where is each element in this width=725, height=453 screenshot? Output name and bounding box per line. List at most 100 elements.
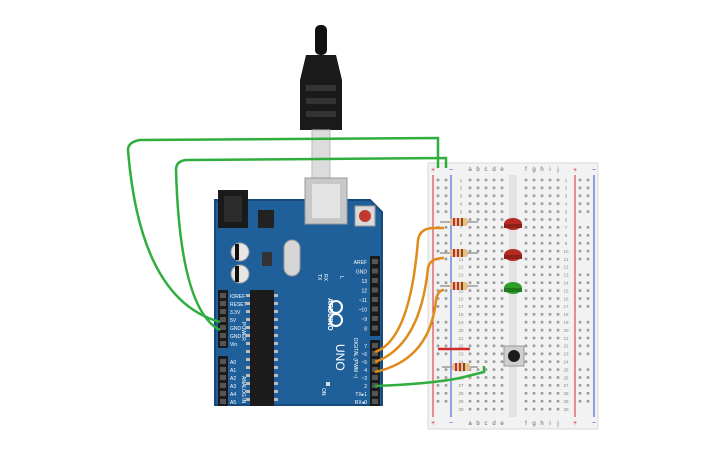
breadboard-hole[interactable] — [532, 352, 536, 356]
breadboard-hole[interactable] — [492, 273, 496, 277]
breadboard-hole[interactable] — [476, 218, 480, 221]
breadboard-hole[interactable] — [484, 313, 488, 316]
breadboard-hole[interactable] — [492, 178, 496, 182]
breadboard-hole[interactable] — [556, 241, 560, 245]
rail-hole[interactable] — [436, 289, 440, 292]
breadboard-hole[interactable] — [532, 399, 536, 403]
breadboard-hole[interactable] — [548, 210, 552, 213]
breadboard-hole[interactable] — [476, 234, 480, 237]
breadboard-hole[interactable] — [540, 376, 544, 379]
breadboard-hole[interactable] — [524, 392, 528, 395]
breadboard-hole[interactable] — [548, 305, 552, 308]
rail-hole[interactable] — [444, 202, 448, 205]
breadboard-hole[interactable] — [484, 320, 488, 324]
breadboard-hole[interactable] — [468, 234, 472, 237]
breadboard-hole[interactable] — [484, 336, 488, 340]
breadboard-hole[interactable] — [524, 376, 528, 379]
breadboard-hole[interactable] — [492, 226, 496, 229]
rail-hole[interactable] — [586, 178, 590, 182]
breadboard-hole[interactable] — [476, 344, 480, 348]
breadboard-hole[interactable] — [476, 407, 480, 411]
rail-hole[interactable] — [586, 289, 590, 292]
breadboard-hole[interactable] — [500, 234, 504, 237]
breadboard-hole[interactable] — [548, 249, 552, 253]
rail-hole[interactable] — [578, 392, 582, 395]
usb-cable[interactable] — [300, 25, 342, 179]
breadboard-hole[interactable] — [500, 352, 504, 356]
header-pin[interactable] — [220, 375, 226, 380]
breadboard-hole[interactable] — [468, 368, 472, 371]
rail-hole[interactable] — [444, 352, 448, 356]
breadboard-hole[interactable] — [532, 392, 536, 395]
breadboard-hole[interactable] — [492, 281, 496, 284]
breadboard-hole[interactable] — [548, 320, 552, 324]
breadboard-hole[interactable] — [476, 241, 480, 245]
breadboard-hole[interactable] — [492, 376, 496, 379]
breadboard-hole[interactable] — [484, 368, 488, 371]
breadboard-hole[interactable] — [476, 194, 480, 198]
rail-hole[interactable] — [586, 249, 590, 253]
breadboard-hole[interactable] — [556, 210, 560, 213]
breadboard-hole[interactable] — [548, 392, 552, 395]
breadboard-hole[interactable] — [500, 178, 504, 182]
breadboard-hole[interactable] — [556, 344, 560, 348]
breadboard-hole[interactable] — [476, 202, 480, 205]
breadboard-hole[interactable] — [476, 328, 480, 332]
rail-hole[interactable] — [444, 194, 448, 198]
rail-hole[interactable] — [578, 249, 582, 253]
header-pin[interactable] — [220, 399, 226, 404]
breadboard-hole[interactable] — [540, 202, 544, 205]
breadboard-hole[interactable] — [548, 336, 552, 340]
breadboard-hole[interactable] — [476, 257, 480, 261]
breadboard-hole[interactable] — [492, 352, 496, 356]
rail-hole[interactable] — [578, 305, 582, 308]
breadboard-hole[interactable] — [548, 257, 552, 261]
breadboard-hole[interactable] — [476, 186, 480, 190]
breadboard-hole[interactable] — [500, 360, 504, 363]
breadboard-hole[interactable] — [548, 399, 552, 403]
resistor-3[interactable] — [440, 282, 478, 290]
breadboard-hole[interactable] — [556, 360, 560, 363]
breadboard-hole[interactable] — [468, 265, 472, 269]
breadboard-hole[interactable] — [540, 273, 544, 277]
rail-hole[interactable] — [586, 352, 590, 356]
wire-orange-pin6[interactable] — [374, 226, 444, 354]
rail-hole[interactable] — [578, 368, 582, 371]
rail-hole[interactable] — [436, 392, 440, 395]
breadboard-hole[interactable] — [524, 328, 528, 332]
breadboard-hole[interactable] — [500, 273, 504, 277]
breadboard-hole[interactable] — [492, 249, 496, 253]
breadboard-hole[interactable] — [540, 249, 544, 253]
rail-hole[interactable] — [586, 234, 590, 237]
breadboard-hole[interactable] — [476, 178, 480, 182]
breadboard-hole[interactable] — [540, 234, 544, 237]
breadboard-hole[interactable] — [468, 218, 472, 221]
breadboard-hole[interactable] — [492, 234, 496, 237]
breadboard-hole[interactable] — [524, 234, 528, 237]
breadboard-hole[interactable] — [492, 202, 496, 205]
breadboard-hole[interactable] — [556, 320, 560, 324]
breadboard-hole[interactable] — [532, 178, 536, 182]
breadboard-hole[interactable] — [540, 320, 544, 324]
breadboard-hole[interactable] — [532, 234, 536, 237]
rail-hole[interactable] — [444, 368, 448, 371]
breadboard-hole[interactable] — [476, 297, 480, 300]
breadboard-hole[interactable] — [524, 249, 528, 253]
breadboard-hole[interactable] — [532, 281, 536, 284]
breadboard-hole[interactable] — [476, 368, 480, 371]
breadboard-hole[interactable] — [500, 249, 504, 253]
header-pin[interactable] — [372, 343, 378, 348]
breadboard-hole[interactable] — [540, 289, 544, 292]
rail-hole[interactable] — [578, 320, 582, 324]
breadboard-hole[interactable] — [556, 202, 560, 205]
rail-hole[interactable] — [444, 289, 448, 292]
rail-hole[interactable] — [586, 392, 590, 395]
breadboard-hole[interactable] — [540, 265, 544, 269]
rail-hole[interactable] — [436, 328, 440, 332]
breadboard-hole[interactable] — [484, 289, 488, 292]
resistor-1[interactable] — [440, 218, 478, 226]
breadboard-hole[interactable] — [524, 194, 528, 198]
breadboard-hole[interactable] — [540, 313, 544, 316]
breadboard-hole[interactable] — [492, 297, 496, 300]
breadboard-hole[interactable] — [540, 392, 544, 395]
